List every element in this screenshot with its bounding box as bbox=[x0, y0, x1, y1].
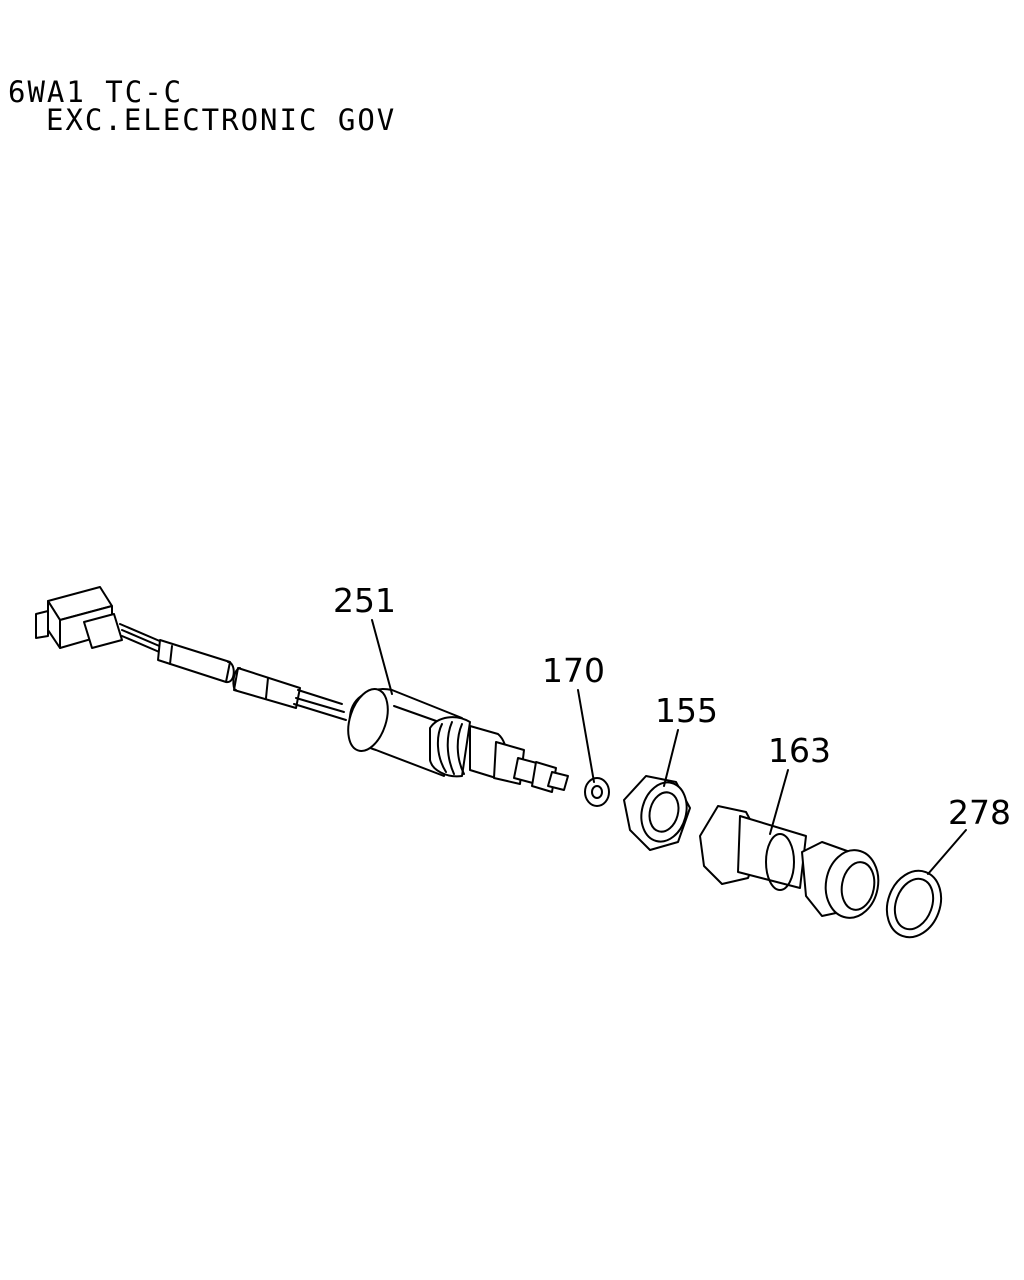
leader-line-278 bbox=[927, 829, 967, 875]
washer bbox=[584, 777, 610, 807]
callout-170: 170 bbox=[542, 651, 605, 690]
adapter bbox=[699, 805, 880, 919]
sensor-body bbox=[347, 688, 569, 793]
callout-278: 278 bbox=[948, 793, 1011, 832]
callout-251: 251 bbox=[333, 581, 396, 620]
callout-163: 163 bbox=[768, 731, 831, 770]
leader-line-251 bbox=[371, 619, 393, 695]
diagram-title-line-2: EXC.ELECTRONIC GOV bbox=[46, 103, 397, 137]
leader-line-155 bbox=[663, 729, 679, 787]
diagram-title-line-1: 6WA1 TC-C bbox=[8, 75, 184, 109]
nut bbox=[623, 775, 691, 851]
wire-harness bbox=[119, 623, 347, 721]
o-ring bbox=[885, 869, 943, 939]
leader-line-170 bbox=[577, 689, 595, 783]
callout-155: 155 bbox=[655, 691, 718, 730]
leader-line-163 bbox=[769, 769, 789, 835]
connector-plug bbox=[35, 586, 123, 649]
